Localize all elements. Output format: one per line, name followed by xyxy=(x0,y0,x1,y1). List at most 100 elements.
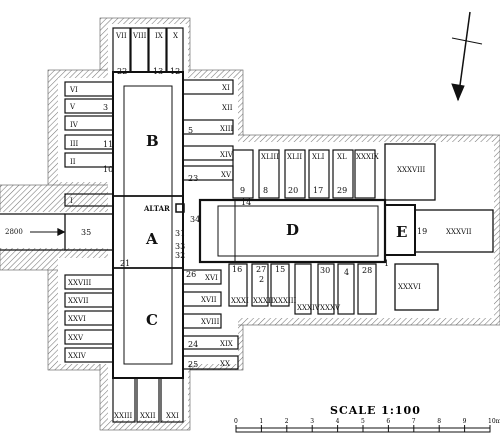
cell-xlii: XLII xyxy=(287,153,302,161)
altar-label: ALTAR xyxy=(143,204,170,213)
cell-xx: XX xyxy=(220,360,230,368)
num-23: 23 xyxy=(188,174,198,183)
cell-xl: XL xyxy=(337,153,347,161)
altar-box xyxy=(175,203,185,213)
number-labels: 35 21 31 33 32 34 26 14 9 8 20 17 29 16 … xyxy=(81,67,427,369)
room-e xyxy=(384,204,494,256)
entrance-label: 2800 xyxy=(5,228,23,236)
scale-tick-label: 6 xyxy=(386,418,390,425)
num-12: 12 xyxy=(170,67,180,76)
cells-below-d xyxy=(228,263,377,315)
cell-xvi: XVI xyxy=(205,274,218,282)
room-d-label: D xyxy=(286,221,299,239)
roman-labels: VII VIII IX X VI V IV III II I XI XII XI… xyxy=(68,32,472,420)
interior-spaces xyxy=(0,24,494,420)
num-21: 21 xyxy=(120,259,130,268)
cell-iii: III xyxy=(70,140,79,148)
left-lower-cells xyxy=(64,274,114,363)
cell-xxi: XXI xyxy=(166,412,179,420)
scale-title: SCALE 1:100 xyxy=(330,404,421,417)
entrance-passage xyxy=(0,213,114,251)
bottom-cells xyxy=(112,377,184,423)
cell-xli: XLI xyxy=(312,153,325,161)
num-9: 9 xyxy=(240,186,245,195)
num-27: 27 xyxy=(256,265,266,274)
num-17: 17 xyxy=(313,186,323,195)
num-35: 35 xyxy=(81,228,91,237)
num-13: 13 xyxy=(153,67,163,76)
cell-xxiii: XXIII xyxy=(114,412,132,420)
num-16: 16 xyxy=(232,265,242,274)
num-32: 32 xyxy=(175,251,185,260)
scale-tick-label: 7 xyxy=(412,418,416,425)
cell-iv: IV xyxy=(70,121,79,129)
num-20: 20 xyxy=(288,186,298,195)
cell-xxxi: XXXI xyxy=(231,297,249,305)
east-chambers xyxy=(384,143,439,311)
cell-xxxviii: XXXVIII xyxy=(397,166,426,174)
room-a-label: A xyxy=(145,230,158,248)
cell-xxiv: XXIV xyxy=(68,352,87,360)
scale-tick-label: 2 xyxy=(285,418,289,425)
scale-tick-label: 3 xyxy=(310,418,314,425)
north-arrow xyxy=(451,11,483,102)
cell-xxxvii: XXXVII xyxy=(446,228,472,236)
scale-tick-label: 8 xyxy=(437,418,441,425)
num-4: 4 xyxy=(344,268,349,277)
cell-xxxvi: XXXVI xyxy=(398,283,421,291)
cell-xvii: XVII xyxy=(201,296,217,304)
right-upper-cells xyxy=(182,79,234,181)
num-2: 2 xyxy=(259,275,264,284)
scale-bar: SCALE 1:100 0 1 2 3 4 5 6 7 8 9 10m xyxy=(234,404,500,433)
num-8: 8 xyxy=(263,186,268,195)
num-31: 31 xyxy=(175,229,185,238)
num-24: 24 xyxy=(188,340,198,349)
cell-vii: VII xyxy=(115,32,127,40)
num-26: 26 xyxy=(186,270,196,279)
scale-tick-label: 9 xyxy=(463,418,467,425)
cell-xix: XIX xyxy=(220,340,233,348)
cell-xxxiv: XXXIV xyxy=(297,304,321,312)
num-10: 10 xyxy=(103,165,113,174)
num-28: 28 xyxy=(362,266,372,275)
cell-xii: XII xyxy=(222,104,233,112)
cell-i: I xyxy=(70,197,73,205)
right-lower-cells xyxy=(182,269,239,370)
cell-vi: VI xyxy=(69,86,78,94)
cell-v: V xyxy=(69,103,76,111)
cell-xv: XV xyxy=(221,171,232,179)
num-1: 1 xyxy=(384,259,389,268)
num-34: 34 xyxy=(190,215,200,224)
cell-xxii: XXII xyxy=(140,412,156,420)
cell-ii: II xyxy=(70,158,76,166)
scale-ticks: 0 1 2 3 4 5 6 7 8 9 10m xyxy=(234,418,500,433)
scale-tick-label: 5 xyxy=(361,418,365,425)
top-cells xyxy=(112,27,184,73)
cell-ix: IX xyxy=(155,32,163,40)
room-e-label: E xyxy=(396,223,407,241)
room-c-label: C xyxy=(146,311,158,329)
cell-xxxiii: XXXIII xyxy=(273,297,296,305)
num-15: 15 xyxy=(275,265,285,274)
num-25: 25 xyxy=(188,360,198,369)
cell-xi: XI xyxy=(222,84,230,92)
room-labels: B A C D E ALTAR 2800 xyxy=(5,132,407,329)
cell-xxxii: XXXII xyxy=(253,297,274,305)
cell-xiii: XIII xyxy=(220,125,234,133)
num-14: 14 xyxy=(241,198,251,207)
num-22: 22 xyxy=(117,67,127,76)
cell-xxxix: XXXIX xyxy=(356,153,379,161)
cell-x: X xyxy=(173,32,178,40)
num-19: 19 xyxy=(417,227,427,236)
cell-xxxv: XXXV xyxy=(320,304,341,312)
scale-tick-label: 1 xyxy=(259,418,263,425)
scale-tick-label: 0 xyxy=(234,418,238,425)
cells-above-d xyxy=(232,149,376,199)
cell-xliii: XLIII xyxy=(261,153,279,161)
cell-xxvi: XXVI xyxy=(68,315,86,323)
scale-tick-label: 4 xyxy=(336,418,340,425)
scale-tick-label: 10m xyxy=(488,418,500,425)
room-b-label: B xyxy=(146,132,159,150)
cell-xxvii: XXVII xyxy=(68,297,89,305)
